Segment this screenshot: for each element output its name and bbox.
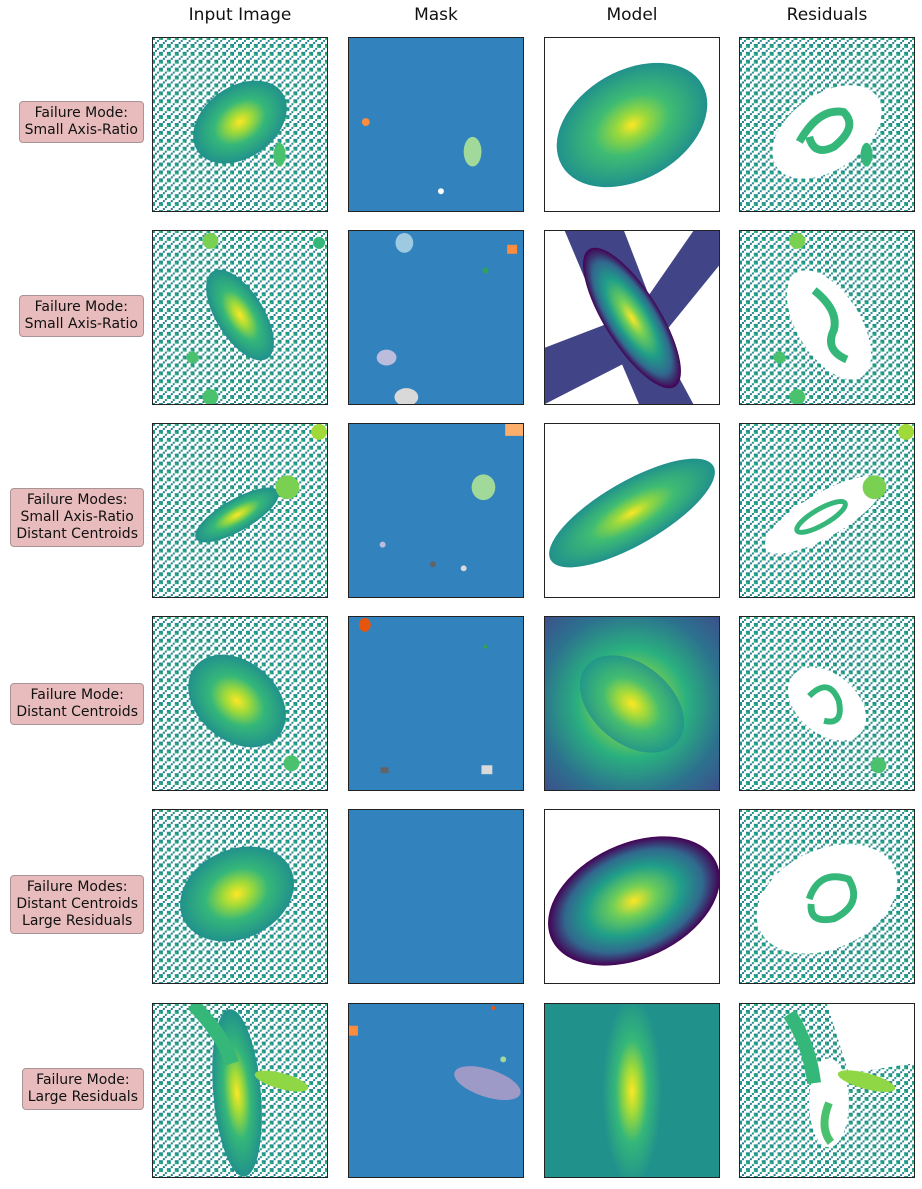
row-label-line: Large Residuals [22,913,133,929]
mask-row-6 [348,1003,524,1178]
row-label-line: Failure Mode: [34,299,128,315]
row-label-line: Small Axis-Ratio [20,509,134,525]
model-row-1 [544,37,720,212]
residuals-row-4 [739,616,915,791]
row-label-5: Failure Modes: Distant Centroids Large R… [10,875,144,934]
input-image-row-6 [152,1003,328,1178]
row-label-line: Failure Mode: [34,105,128,121]
row-label-1: Failure Mode: Small Axis-Ratio [18,101,144,143]
input-image-row-3 [152,423,328,598]
row-label-line: Small Axis-Ratio [24,316,138,332]
row-label-line: Distant Centroids [16,704,138,720]
row-label-line: Failure Mode: [36,1072,130,1088]
input-image-row-4 [152,616,328,791]
row-label-line: Failure Modes: [26,879,128,895]
column-title-mask: Mask [414,5,458,25]
column-title-input-image: Input Image [188,5,292,25]
row-label-3: Failure Modes: Small Axis-Ratio Distant … [10,488,144,547]
residuals-row-5 [739,809,915,984]
row-label-line: Distant Centroids [16,526,138,542]
model-row-6 [544,1003,720,1178]
residuals-row-3 [739,423,915,598]
mask-row-4 [348,616,524,791]
model-row-2 [544,230,720,405]
model-row-5 [544,809,720,984]
row-label-line: Failure Mode: [30,687,124,703]
mask-row-3 [348,423,524,598]
residuals-row-2 [739,230,915,405]
row-label-line: Distant Centroids [16,896,138,912]
row-label-4: Failure Mode: Distant Centroids [10,683,144,725]
row-label-line: Failure Modes: [26,492,128,508]
mask-row-5 [348,809,524,984]
row-label-line: Small Axis-Ratio [24,122,138,138]
input-image-row-5 [152,809,328,984]
row-label-line: Large Residuals [27,1089,138,1105]
residuals-row-6 [739,1003,915,1178]
column-title-residuals: Residuals [786,5,868,25]
model-row-3 [544,423,720,598]
column-title-model: Model [606,5,658,25]
input-image-row-2 [152,230,328,405]
mask-row-1 [348,37,524,212]
model-row-4 [544,616,720,791]
mask-row-2 [348,230,524,405]
row-label-6: Failure Mode: Large Residuals [21,1068,144,1110]
row-label-2: Failure Mode: Small Axis-Ratio [18,295,144,337]
residuals-row-1 [739,37,915,212]
input-image-row-1 [152,37,328,212]
